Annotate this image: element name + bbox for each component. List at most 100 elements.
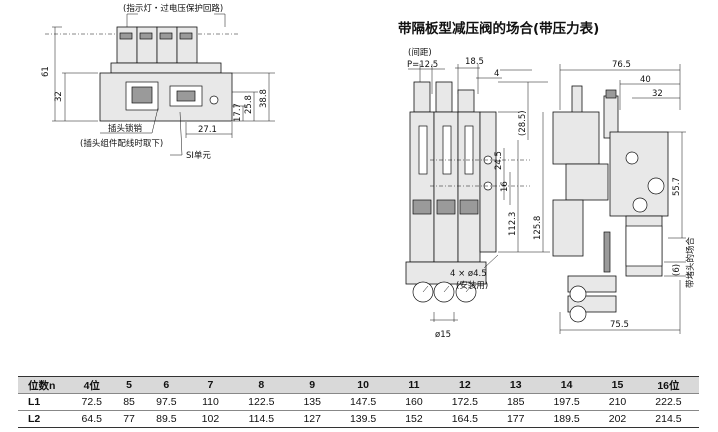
left-side-view: (指示灯・过电压保护回路) 61 32 17.7 25.8 38.8 27: [41, 3, 275, 161]
leader-si-unit: [170, 111, 183, 156]
gauge-knob: [457, 89, 475, 113]
fitting-head-icon: [569, 305, 587, 323]
station-header: 7: [190, 376, 231, 394]
table-cell: 185: [495, 393, 537, 411]
dim-40: 40: [640, 75, 651, 85]
table-cell: 214.5: [637, 410, 699, 428]
solenoid-block: [552, 111, 600, 165]
table-cell: 177: [495, 410, 537, 428]
diagram-title: 带隔板型减压阀的场合(带压力表): [398, 20, 599, 37]
regulator-window: [464, 125, 474, 175]
mount-hole-note: (安装用): [456, 280, 488, 291]
station-header: 5: [115, 376, 143, 394]
valve-block: [412, 199, 432, 215]
indicator-callout-label: (指示灯・过电压保护回路): [123, 3, 223, 14]
connector-pins: [131, 86, 153, 104]
table-cell: 85: [115, 393, 143, 411]
right-front-view: 带隔板型减压阀的场合(带压力表) (间距) P=12.5 18.5 4: [398, 20, 696, 340]
terminal-slot: [176, 90, 196, 102]
screw-icon: [209, 95, 219, 105]
dim-76-5: 76.5: [612, 60, 631, 70]
table-cell: 202: [597, 410, 638, 428]
table-cell: 160: [393, 393, 435, 411]
table-cell: 110: [190, 393, 231, 411]
gauge-knob: [413, 81, 431, 113]
station-header: 12: [434, 376, 496, 394]
dim-6: (6): [672, 264, 682, 276]
pitch-label: (间距): [408, 48, 432, 58]
manifold-base: [609, 131, 669, 217]
fitting-head-icon: [569, 285, 587, 303]
dim-line-32: [62, 72, 98, 121]
table-cell: 172.5: [434, 393, 496, 411]
table-cell: 210: [597, 393, 638, 411]
table-header-label: 位数n: [18, 376, 68, 394]
fitting-top: [571, 85, 583, 115]
solenoid-block-lower: [552, 199, 584, 257]
manifold-plate: [110, 62, 222, 74]
table-row: L2 64.5 77 89.5 102 114.5 127 139.5 152 …: [18, 410, 699, 428]
station-header: 8: [230, 376, 292, 394]
table-cell: 102: [190, 410, 231, 428]
mount-hole-label: 4 × ø4.5: [450, 269, 487, 279]
dim-55-7: 55.7: [672, 177, 682, 196]
indicator-led: [179, 32, 193, 40]
table-cell: 72.5: [68, 393, 116, 411]
valve-body: [565, 163, 609, 201]
table-cell: 152: [393, 410, 435, 428]
dim-4: 4: [494, 69, 499, 79]
dim-line-75-5: [559, 280, 681, 334]
table-cell: 127: [291, 410, 333, 428]
dim-61: 61: [41, 66, 51, 77]
dim-extension-lines: [232, 72, 275, 122]
dim-line-phi15: [430, 312, 458, 322]
valve-block: [459, 199, 479, 215]
plug-note: 带堵头的场合: [685, 236, 696, 288]
station-header: 14: [536, 376, 598, 394]
table-cell: 147.5: [332, 393, 394, 411]
table-cell: 164.5: [434, 410, 496, 428]
dim-phi15: ø15: [435, 330, 451, 340]
pitch-value: P=12.5: [407, 60, 438, 70]
table-header-row: 位数n 4位 5 6 7 8 9 10 11 12 13 14 15 16位: [18, 376, 699, 394]
station-header: 16位: [637, 376, 699, 394]
station-header: 15: [597, 376, 638, 394]
indicator-led: [159, 32, 173, 40]
dim-lines-right: [242, 73, 270, 121]
table-row: L1 72.5 85 97.5 110 122.5 135 147.5 160 …: [18, 393, 699, 411]
connector-latch-label: 插头锁销: [108, 123, 143, 134]
station-header: 4位: [68, 376, 116, 394]
gauge-knob: [435, 81, 453, 113]
valve-block: [436, 199, 456, 215]
dimension-table: 位数n 4位 5 6 7 8 9 10 11 12 13 14 15 16位 L…: [18, 376, 699, 428]
station-header: 10: [332, 376, 394, 394]
dim-32b: 32: [652, 89, 663, 99]
port-icon: [647, 177, 665, 195]
station-header: 9: [291, 376, 333, 394]
indicator-callout-bracket: [126, 13, 226, 27]
leader-connector: [100, 107, 159, 134]
dim-line-55-7: [668, 131, 686, 239]
dim-38-8: 38.8: [259, 89, 269, 108]
table-cell: 97.5: [142, 393, 191, 411]
table-cell: 114.5: [230, 410, 292, 428]
regulator-cap: [605, 89, 617, 99]
dim-75-5: 75.5: [610, 320, 629, 330]
table-cell: 139.5: [332, 410, 394, 428]
pipe: [603, 231, 611, 273]
dim-line-27-1: [185, 122, 233, 138]
row-label: L2: [18, 410, 68, 428]
table-cell: 189.5: [536, 410, 598, 428]
dim-line-6: [664, 261, 686, 277]
station-header: 6: [142, 376, 191, 394]
side-view: 76.5 40 32 55.7 (6) 带: [552, 60, 696, 334]
connector-latch-note: (插头组件配线时取下): [80, 138, 163, 149]
table-cell: 122.5: [230, 393, 292, 411]
connector-block: [116, 26, 138, 64]
dim-27-1: 27.1: [198, 125, 217, 135]
table-cell: 222.5: [637, 393, 699, 411]
dim-extension-lines-right: [498, 69, 550, 253]
dim-17-7: 17.7: [233, 103, 243, 122]
table-cell: 77: [115, 410, 143, 428]
row-label: L1: [18, 393, 68, 411]
